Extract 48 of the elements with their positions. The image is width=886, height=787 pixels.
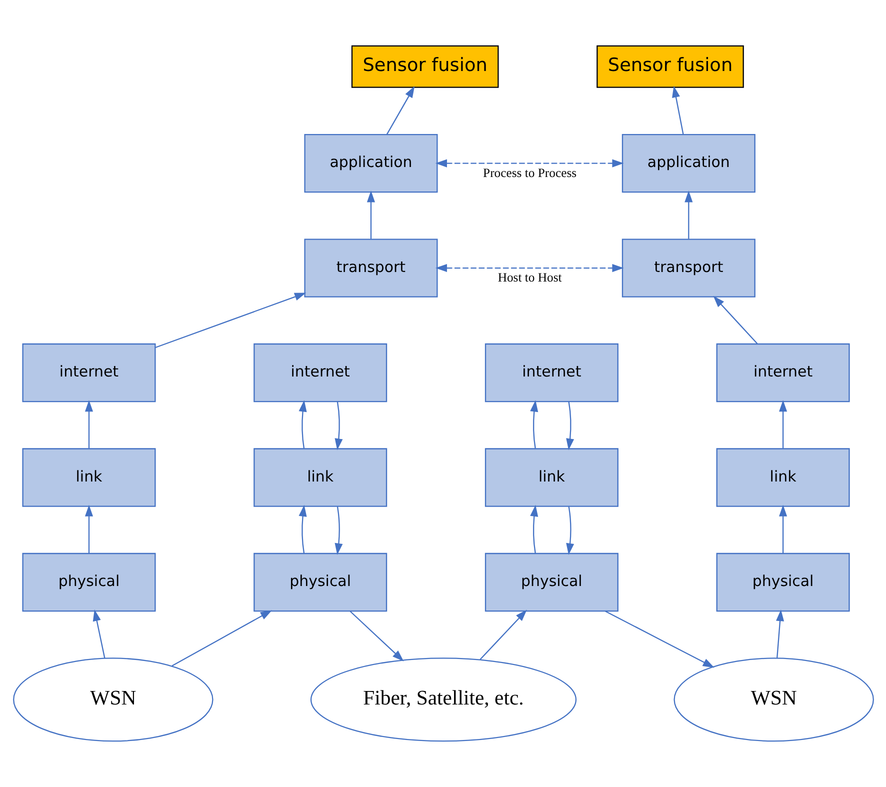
node-box: link <box>484 448 618 507</box>
arrow <box>334 402 342 450</box>
node-ellipse: WSN <box>12 658 213 742</box>
arrow <box>530 504 538 554</box>
arrow <box>92 609 105 658</box>
arrow <box>479 610 526 660</box>
node-box: transport <box>621 238 755 298</box>
node-box: link <box>716 448 850 507</box>
node-box: internet <box>253 343 387 402</box>
arrow <box>298 400 306 448</box>
arrow <box>684 190 692 239</box>
arrow <box>776 610 784 658</box>
node-box: physical <box>22 552 156 612</box>
arrow <box>171 610 272 666</box>
arrow <box>366 190 375 239</box>
arrow <box>778 504 787 554</box>
node-ellipse: Fiber, Satellite, etc. <box>310 658 576 742</box>
node-box: internet <box>484 343 618 402</box>
node-box: link <box>22 448 156 507</box>
arrow <box>298 504 306 554</box>
node-box: link <box>253 448 387 507</box>
node-box: physical <box>484 552 618 612</box>
arrow <box>566 402 574 450</box>
arrow <box>712 296 758 344</box>
arrow <box>434 159 624 168</box>
arrow <box>672 86 684 134</box>
arrow <box>349 610 404 662</box>
node-box: transport <box>304 238 438 298</box>
arrow <box>84 400 93 448</box>
arrow <box>386 86 414 135</box>
node-box: physical <box>253 552 387 612</box>
node-box: internet <box>716 343 850 402</box>
arrow <box>778 400 787 448</box>
arrow <box>84 504 93 554</box>
arrow <box>566 506 574 555</box>
arrow <box>530 400 538 448</box>
node-box: Sensor fusion <box>350 45 498 88</box>
arrow <box>604 610 714 668</box>
arrow <box>154 292 306 348</box>
node-box: Sensor fusion <box>596 45 744 88</box>
node-box: application <box>621 134 755 193</box>
node-box: physical <box>716 552 850 612</box>
node-box: internet <box>22 343 156 402</box>
arrow <box>434 264 624 272</box>
arrow <box>334 506 342 555</box>
node-box: application <box>304 134 438 193</box>
edge-label: Process to Process <box>482 166 576 180</box>
edge-label: Host to Host <box>497 270 562 285</box>
